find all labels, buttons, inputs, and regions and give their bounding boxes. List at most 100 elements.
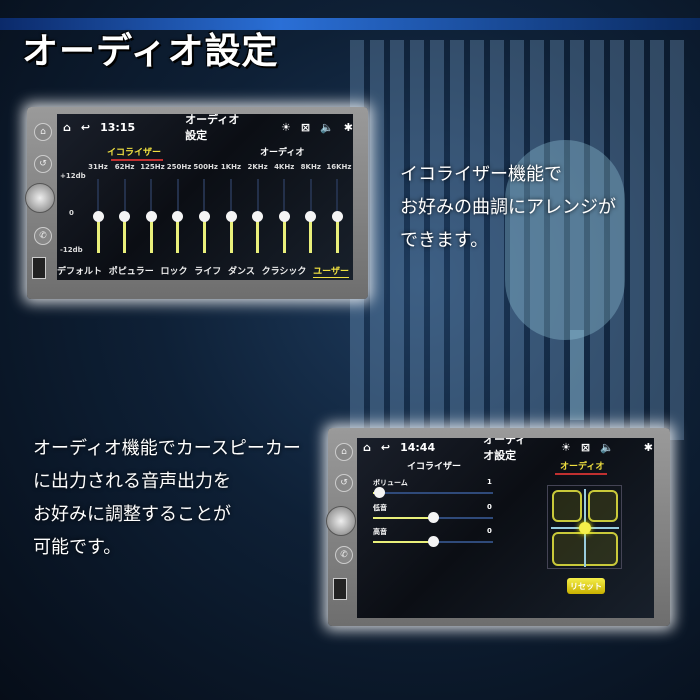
eq-slider-thumb[interactable] (92, 210, 104, 222)
tab-equalizer[interactable]: イコライザー (407, 462, 462, 472)
eq-slider-fill (96, 216, 100, 253)
volume-knob[interactable] (326, 506, 356, 536)
preset-button[interactable]: ユーザー (313, 264, 349, 278)
eq-slider-thumb[interactable] (172, 210, 184, 222)
eq-slider-fill (282, 216, 286, 253)
close-window-icon[interactable]: ⊠ (580, 440, 591, 454)
home-button[interactable]: ⌂ (335, 443, 353, 461)
copy-line: オーディオ機能でカースピーカー (33, 438, 301, 459)
preset-button[interactable]: デフォルト (57, 267, 103, 277)
scale-label: 0 (69, 209, 74, 217)
eq-slider-thumb[interactable] (331, 210, 343, 222)
frequency-label: 2KHz (247, 163, 268, 171)
clock: 13:15 (100, 120, 136, 134)
preset-button[interactable]: ライフ (194, 267, 222, 277)
control-slider-thumb[interactable] (374, 487, 385, 498)
home-icon[interactable]: ⌂ (363, 440, 371, 454)
screen-title: オーディオ設定 (185, 114, 240, 142)
eq-slider-thumb[interactable] (225, 210, 237, 222)
close-window-icon[interactable]: ⊠ (300, 120, 311, 134)
status-bar: ⌂ ↩ 14:44 オーディオ設定 ☀ ⊠ 🔈 ✱ (363, 438, 653, 462)
frequency-label: 8KHz (300, 163, 321, 171)
eq-slider-fill (229, 216, 233, 253)
head-unit-audio: ⌂ ↺ ✆ ⌂ ↩ 14:44 オーディオ設定 ☀ ⊠ 🔈 ✱ イコライザー オ… (326, 428, 670, 626)
frequency-label: 125Hz (140, 163, 165, 171)
frequency-label: 250Hz (166, 163, 192, 171)
frequency-label: 16KHz (326, 163, 352, 171)
balance-point-handle[interactable] (579, 522, 591, 534)
copy-line: に出力される音声出力を (33, 471, 231, 492)
scale-label: -12db (60, 246, 83, 254)
frequency-label: 62Hz (114, 163, 135, 171)
eq-slider-fill (202, 216, 206, 253)
seat-front-left (552, 490, 582, 522)
frequency-label: 500Hz (193, 163, 218, 171)
preset-button[interactable]: クラシック (261, 267, 307, 277)
header-stripe (0, 18, 700, 30)
phone-button[interactable]: ✆ (335, 546, 353, 564)
tab-equalizer[interactable]: イコライザー (107, 148, 162, 158)
bluetooth-icon: ✱ (643, 440, 653, 454)
screen-title: オーディオ設定 (483, 438, 527, 462)
eq-slider-fill (335, 216, 339, 253)
speaker-icon[interactable]: 🔈 (600, 440, 614, 454)
copy-line: お好みの曲調にアレンジが (400, 197, 616, 218)
control-slider-fill (373, 541, 433, 543)
balance-fader-pad[interactable] (547, 485, 622, 569)
eq-slider-fill (149, 216, 153, 253)
seat-front-right (588, 490, 618, 522)
copy-line: できます。 (400, 230, 489, 251)
back-button[interactable]: ↺ (335, 474, 353, 492)
frequency-label: 1KHz (220, 163, 242, 171)
preset-button[interactable]: ロック (160, 267, 188, 277)
eq-slider-thumb[interactable] (119, 210, 131, 222)
control-label: ボリューム (373, 479, 408, 487)
control-slider-thumb[interactable] (428, 511, 439, 523)
home-icon[interactable]: ⌂ (63, 120, 71, 134)
microphone-stand-graphic (570, 330, 584, 420)
eq-slider-thumb[interactable] (305, 210, 317, 222)
brightness-icon[interactable]: ☀ (560, 440, 571, 454)
volume-knob[interactable] (25, 183, 55, 213)
back-icon[interactable]: ↩ (380, 440, 391, 454)
eq-slider-fill (176, 216, 180, 253)
eq-slider-thumb[interactable] (198, 210, 210, 222)
control-value: 1 (487, 478, 492, 486)
eq-slider-thumb[interactable] (252, 210, 264, 222)
control-slider-track[interactable] (373, 492, 493, 494)
eq-slider-thumb[interactable] (278, 210, 290, 222)
preset-list: デフォルトポピュラーロックライフダンスクラシックユーザー (57, 264, 353, 278)
back-icon[interactable]: ↩ (80, 120, 91, 134)
bluetooth-icon: ✱ (343, 120, 353, 134)
clock: 14:44 (400, 440, 436, 454)
preset-button[interactable]: ダンス (228, 267, 255, 277)
screen: ⌂ ↩ 14:44 オーディオ設定 ☀ ⊠ 🔈 ✱ イコライザー オーディオ リ… (357, 438, 654, 618)
usb-port (32, 257, 46, 279)
tab-audio[interactable]: オーディオ (260, 148, 305, 158)
back-button[interactable]: ↺ (34, 155, 52, 173)
preset-button[interactable]: ポピュラー (108, 267, 154, 277)
brightness-icon[interactable]: ☀ (280, 120, 291, 134)
phone-button[interactable]: ✆ (34, 227, 52, 245)
copy-line: お好みに調整することが (33, 504, 231, 525)
speaker-icon[interactable]: 🔈 (320, 120, 334, 134)
reset-button[interactable]: リセット (567, 578, 605, 594)
status-bar: ⌂ ↩ 13:15 オーディオ設定 ☀ ⊠ 🔈 ✱ (63, 114, 353, 142)
control-label: 高音 (373, 528, 387, 536)
eq-slider-fill (256, 216, 260, 253)
copy-equalizer: イコライザー機能で お好みの曲調にアレンジが できます。 (400, 158, 616, 257)
home-button[interactable]: ⌂ (34, 123, 52, 141)
screen: ⌂ ↩ 13:15 オーディオ設定 ☀ ⊠ 🔈 ✱ イコライザー オーディオ +… (57, 114, 353, 280)
copy-line: イコライザー機能で (400, 164, 562, 185)
control-slider-thumb[interactable] (428, 536, 439, 547)
microphone-graphic (505, 140, 625, 340)
control-slider-fill (373, 516, 433, 519)
eq-slider-thumb[interactable] (145, 210, 157, 222)
scale-label: +12db (60, 172, 86, 180)
tab-audio[interactable]: オーディオ (560, 462, 605, 472)
frequency-label: 4KHz (274, 163, 295, 171)
equalizer-bars-background (350, 40, 690, 440)
frequency-label: 31Hz (88, 163, 108, 171)
active-tab-underline (555, 473, 607, 475)
usb-port (333, 578, 347, 600)
